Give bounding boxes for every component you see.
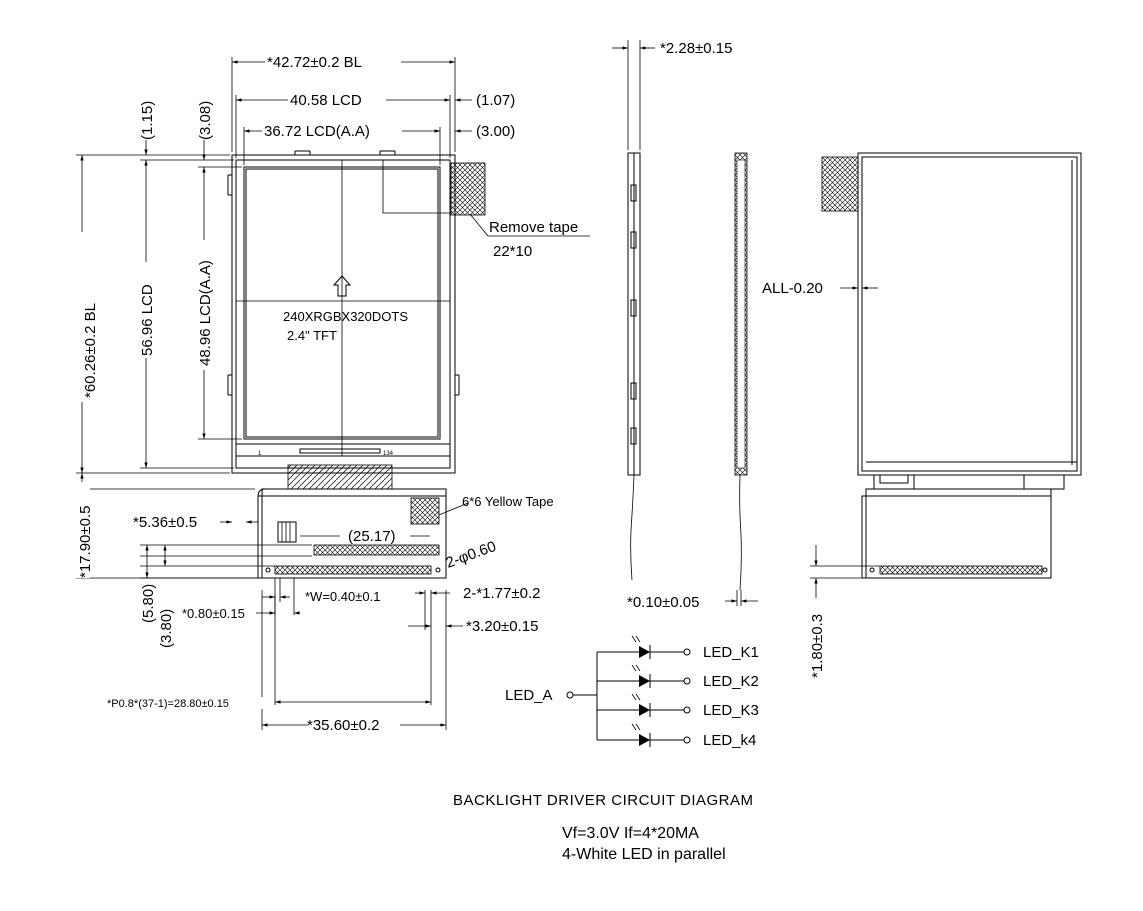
front-view: 1 134 Remove tape 22*10 240XRGBX320DOTS …	[74, 53, 590, 474]
pin-first-label: 1	[258, 451, 262, 457]
dim-top-offset-1: (1.15)	[139, 101, 156, 140]
spec-line-2: 4-White LED in parallel	[562, 846, 726, 863]
dim-thickness: *2.28±0.15	[660, 40, 732, 57]
backlight-circuit: LED_A	[453, 635, 759, 863]
side-view-right: *0.10±0.05	[627, 152, 758, 611]
dim-offset-left: *5.36±0.5	[133, 514, 197, 531]
dim-gap: *0.80±0.15	[182, 606, 245, 621]
yellow-tape-label: 6*6 Yellow Tape	[462, 494, 554, 509]
remove-tape-size: 22*10	[493, 243, 532, 260]
dim-hole-dist: 2-*1.77±0.2	[463, 585, 540, 602]
dim-fpc-length: *17.90±0.5	[77, 506, 94, 578]
dim-pitch: *P0.8*(37-1)=28.80±0.15	[107, 698, 229, 710]
dim-center-offset: (25.17)	[348, 528, 396, 545]
dim-aa-width: 36.72 LCD(A.A)	[264, 123, 370, 140]
dim-lcd-offset: (1.07)	[476, 92, 515, 109]
fpc-view: 6*6 Yellow Tape 2-φ0.60 *17.90±0.5 *5.36…	[74, 464, 554, 734]
spec-line-1: Vf=3.0V If=4*20MA	[562, 825, 699, 842]
cathode-k4-label: LED_k4	[703, 732, 756, 749]
led-4	[597, 723, 691, 747]
dim-aa-height: 48.96 LCD(A.A)	[197, 260, 214, 366]
dim-top-offset-2: (3.08)	[197, 101, 214, 140]
led-2	[597, 664, 691, 688]
back-view: ALL-0.20 *1.80±0.3	[762, 152, 1082, 678]
cathode-k1-label: LED_K1	[703, 644, 759, 661]
led-1	[597, 635, 691, 659]
dim-bl-width: *42.72±0.2 BL	[267, 54, 362, 71]
cathode-k2-label: LED_K2	[703, 673, 759, 690]
contact-pads	[274, 565, 432, 575]
dim-aa-offset: (3.00)	[476, 123, 515, 140]
circuit-title: BACKLIGHT DRIVER CIRCUIT DIAGRAM	[453, 792, 754, 809]
back-frame	[857, 152, 1082, 476]
dim-pin-width: *W=0.40±0.1	[305, 589, 380, 604]
panel-type-label: 2.4" TFT	[287, 328, 337, 343]
led-3	[597, 693, 691, 717]
cathode-k3-label: LED_K3	[703, 702, 759, 719]
orientation-arrow-icon	[332, 275, 352, 297]
dim-clearance: ALL-0.20	[762, 280, 823, 297]
resolution-label: 240XRGBX320DOTS	[283, 309, 408, 324]
anode-label: LED_A	[505, 687, 553, 704]
back-fpc	[865, 488, 1052, 579]
dim-lcd-height: 56.96 LCD	[139, 284, 156, 356]
dim-3-80: (3.80)	[158, 609, 175, 648]
side-view-left: *2.28±0.15	[612, 40, 732, 581]
dim-stiffener: *1.80±0.3	[809, 614, 826, 678]
yellow-tape	[410, 497, 440, 525]
remove-tape-label: Remove tape	[489, 219, 578, 236]
dim-holes: 2-φ0.60	[444, 538, 499, 572]
remove-tape	[450, 162, 486, 216]
dim-bl-height: *60.26±0.2 BL	[82, 303, 99, 398]
dim-fpc-thickness: *0.10±0.05	[627, 594, 699, 611]
dim-lcd-width: 40.58 LCD	[290, 92, 362, 109]
dim-edge-dist: *3.20±0.15	[466, 618, 538, 635]
dim-fpc-width: *35.60±0.2	[307, 717, 379, 734]
fpc-neck	[287, 464, 393, 490]
dim-5-80: (5.80)	[140, 584, 157, 623]
pin-last-label: 134	[383, 451, 394, 457]
